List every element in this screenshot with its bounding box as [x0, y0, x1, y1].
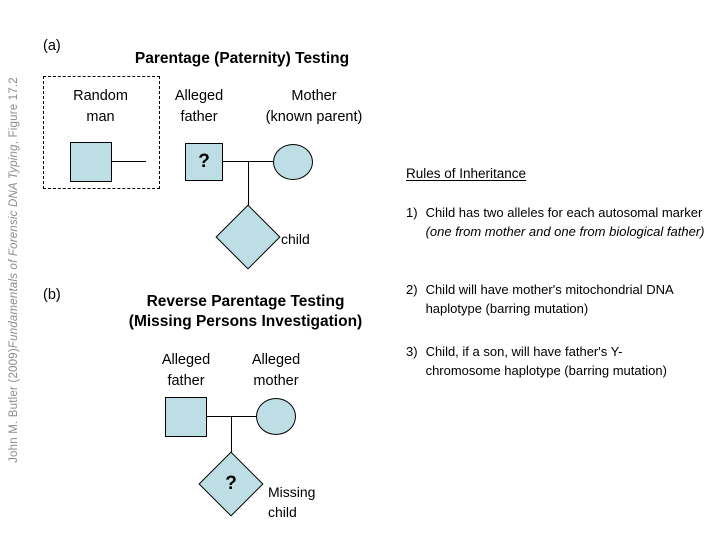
alleged-mother-label-b: Alleged mother	[251, 352, 301, 390]
rule-2-text: Child will have mother's mitochondrial D…	[425, 282, 673, 316]
mother-circle-a	[273, 144, 313, 180]
random-man-group-box	[43, 76, 160, 189]
credit-book-title: Fundamentals of Forensic DNA Typing	[8, 144, 20, 349]
rules-heading: Rules of Inheritance	[406, 166, 527, 181]
unknown-question-mark-b: ?	[225, 473, 237, 494]
alleged-father-square-b	[165, 397, 207, 437]
missing-child-label-b: Missing child	[268, 484, 316, 521]
panel-b-title: Reverse Parentage Testing (Missing Perso…	[128, 293, 363, 331]
descent-line-a	[248, 161, 249, 206]
rule-3-text: Child, if a son, will have father's Y-ch…	[425, 344, 667, 378]
unknown-question-mark-a: ?	[198, 151, 210, 172]
alleged-father-label-b: Alleged father	[161, 352, 211, 390]
random-man-connector-line	[112, 161, 146, 162]
alleged-father-square-a: ?	[185, 143, 223, 181]
rule-3-number: 3)	[406, 344, 418, 359]
child-label-a: child	[281, 231, 310, 247]
credit-suffix: , Figure 17.2	[8, 77, 20, 145]
random-man-label: Random man	[73, 88, 128, 126]
random-man-square	[70, 142, 112, 182]
panel-a-title: Parentage (Paternity) Testing	[134, 50, 350, 67]
rule-1-text: Child has two alleles for each autosomal…	[425, 205, 705, 239]
panel-a-tag: (a)	[43, 38, 61, 54]
rule-1-number: 1)	[406, 205, 418, 220]
alleged-father-label-a: Alleged father	[174, 88, 224, 126]
child-diamond-a	[215, 204, 281, 270]
rule-item-3: 3) Child, if a son, will have father's Y…	[406, 343, 696, 381]
mother-label-a: Mother (known parent)	[265, 88, 363, 126]
alleged-mother-circle-b	[256, 398, 296, 435]
credit-prefix: John M. Butler (2009)	[8, 348, 20, 463]
attribution-credit: John M. Butler (2009) Fundamentals of Fo…	[0, 0, 28, 540]
rule-2-number: 2)	[406, 282, 418, 297]
missing-child-diamond-wrap-b: ?	[198, 451, 264, 517]
rule-item-1: 1) Child has two alleles for each autoso…	[406, 204, 706, 242]
rule-item-2: 2) Child will have mother's mitochondria…	[406, 281, 706, 319]
panel-b-tag: (b)	[43, 287, 61, 303]
child-diamond-wrap-a	[215, 204, 281, 270]
descent-line-b	[231, 416, 232, 461]
